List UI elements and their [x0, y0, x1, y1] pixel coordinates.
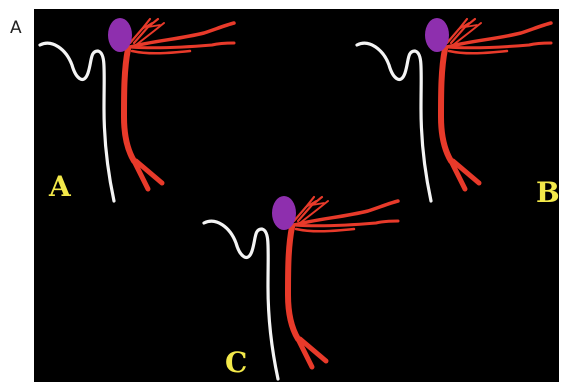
figure-canvas: A B C [34, 9, 559, 382]
diagram-label-a: A [48, 170, 72, 203]
diagram-label-b: B [536, 176, 559, 209]
figure-panel-letter: A [10, 18, 22, 38]
diagram-label-c: C [225, 346, 247, 379]
figure-panel: A B C [34, 9, 559, 382]
